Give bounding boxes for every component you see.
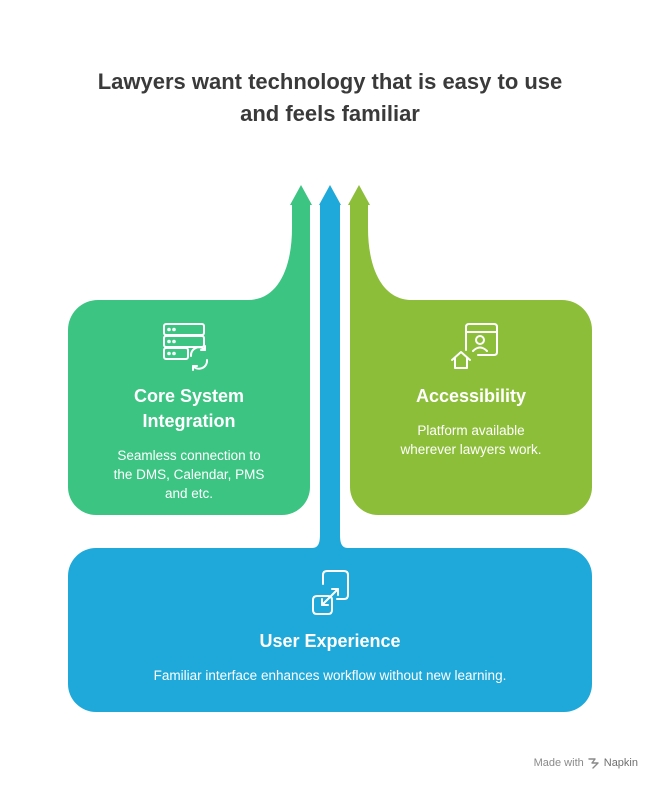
title-line-1: Lawyers want technology that is easy to … [97,69,563,94]
core-arrow-head [290,185,312,205]
core-system-shape [68,205,310,515]
user-experience-shape [68,205,592,712]
core-heading-line-1: Core System [133,386,245,406]
napkin-brand-label: Napkin [603,757,638,769]
user-experience-description: Familiar interface enhances workflow wit… [153,668,507,683]
core-system-text: Core System Integration Seamless connect… [68,384,310,503]
access-body-line-1: Platform available [417,423,525,438]
remote-access-icon [451,323,498,369]
access-body-line-2: wherever lawyers work. [400,442,542,457]
made-with-napkin-footer: Made with Napkin [534,757,638,769]
core-body-line-2: the DMS, Calendar, PMS [113,467,265,482]
accessibility-heading: Accessibility [415,386,527,406]
core-system-description: Seamless connection to the DMS, Calendar… [68,446,310,503]
accessibility-arrow-head [348,185,370,205]
diagram-title: Lawyers want technology that is easy to … [0,66,660,130]
server-sync-icon [163,323,209,371]
core-system-heading: Core System Integration [68,384,310,434]
user-experience-arrow-head [319,185,341,205]
core-heading-line-2: Integration [142,411,236,431]
core-body-line-3: and etc. [164,486,214,501]
user-experience-text: User Experience Familiar interface enhan… [68,629,592,685]
made-with-label: Made with [533,757,584,769]
napkin-logo-icon [588,758,599,769]
core-body-line-1: Seamless connection to [117,448,261,463]
accessibility-text: Accessibility Platform available whereve… [350,384,592,459]
user-experience-heading: User Experience [259,631,401,651]
resize-arrows-icon [312,570,349,615]
title-line-2: and feels familiar [240,101,420,126]
accessibility-description: Platform available wherever lawyers work… [350,421,592,459]
